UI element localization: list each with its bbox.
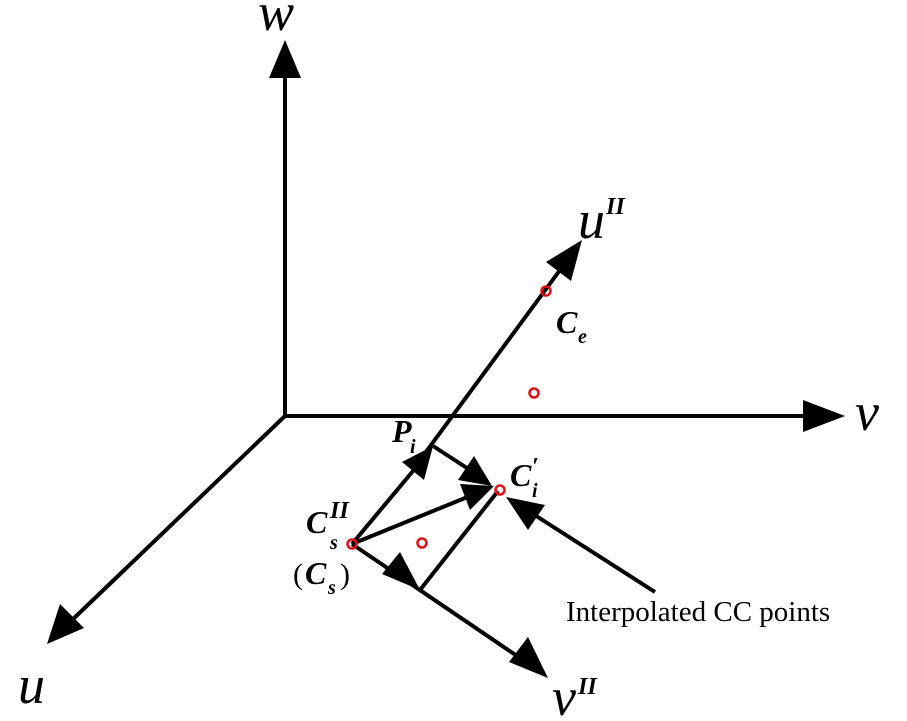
label-u: u [18, 655, 45, 715]
axis-w [269, 40, 301, 418]
svg-text:C: C [510, 457, 532, 493]
svg-text:s: s [329, 532, 338, 554]
interpolated-pointer-arrow [506, 497, 657, 594]
label-cs-ii: C II s [306, 498, 350, 554]
axis-v-ii [350, 542, 548, 678]
svg-text:II: II [605, 194, 626, 220]
point-cs [346, 538, 358, 550]
svg-text:C: C [556, 304, 578, 340]
label-v-ii: v II [552, 667, 598, 721]
vector-cs-to-ci [351, 484, 494, 546]
svg-text:i: i [532, 480, 538, 502]
vector-cs-to-bottom [382, 552, 420, 590]
label-v: v [855, 382, 879, 442]
axis-v [285, 400, 845, 432]
svg-text:II: II [329, 498, 350, 524]
point-ce [540, 285, 552, 297]
svg-text:(: ( [293, 558, 303, 591]
svg-text:II: II [577, 674, 598, 700]
svg-text:i: i [410, 436, 416, 458]
parallelogram-edge [418, 489, 500, 592]
svg-text:e: e [578, 326, 587, 348]
label-w: w [258, 0, 294, 42]
label-cs: ( C s ) [293, 555, 350, 599]
svg-text:v: v [552, 667, 576, 721]
axis-u [47, 414, 287, 644]
interpolated-cc-points-label: Interpolated CC points [566, 596, 830, 628]
vector-pi-to-ci [431, 444, 492, 486]
svg-text:P: P [391, 413, 412, 449]
point-interp-upper [528, 387, 540, 399]
label-ci: C ′ i [510, 454, 539, 502]
svg-text:C: C [306, 504, 328, 540]
svg-text:′: ′ [532, 454, 539, 480]
svg-text:u: u [578, 190, 605, 250]
point-interp-lower [416, 537, 428, 549]
svg-text:C: C [305, 555, 327, 591]
axis-u-ii [418, 240, 582, 462]
label-pi: P i [391, 413, 416, 458]
label-ce: C e [556, 304, 587, 348]
svg-text:s: s [327, 577, 336, 599]
vector-cs-to-pi [350, 446, 433, 546]
point-ci [494, 484, 506, 496]
svg-text:): ) [340, 558, 350, 591]
label-u-ii: u II [578, 190, 626, 250]
